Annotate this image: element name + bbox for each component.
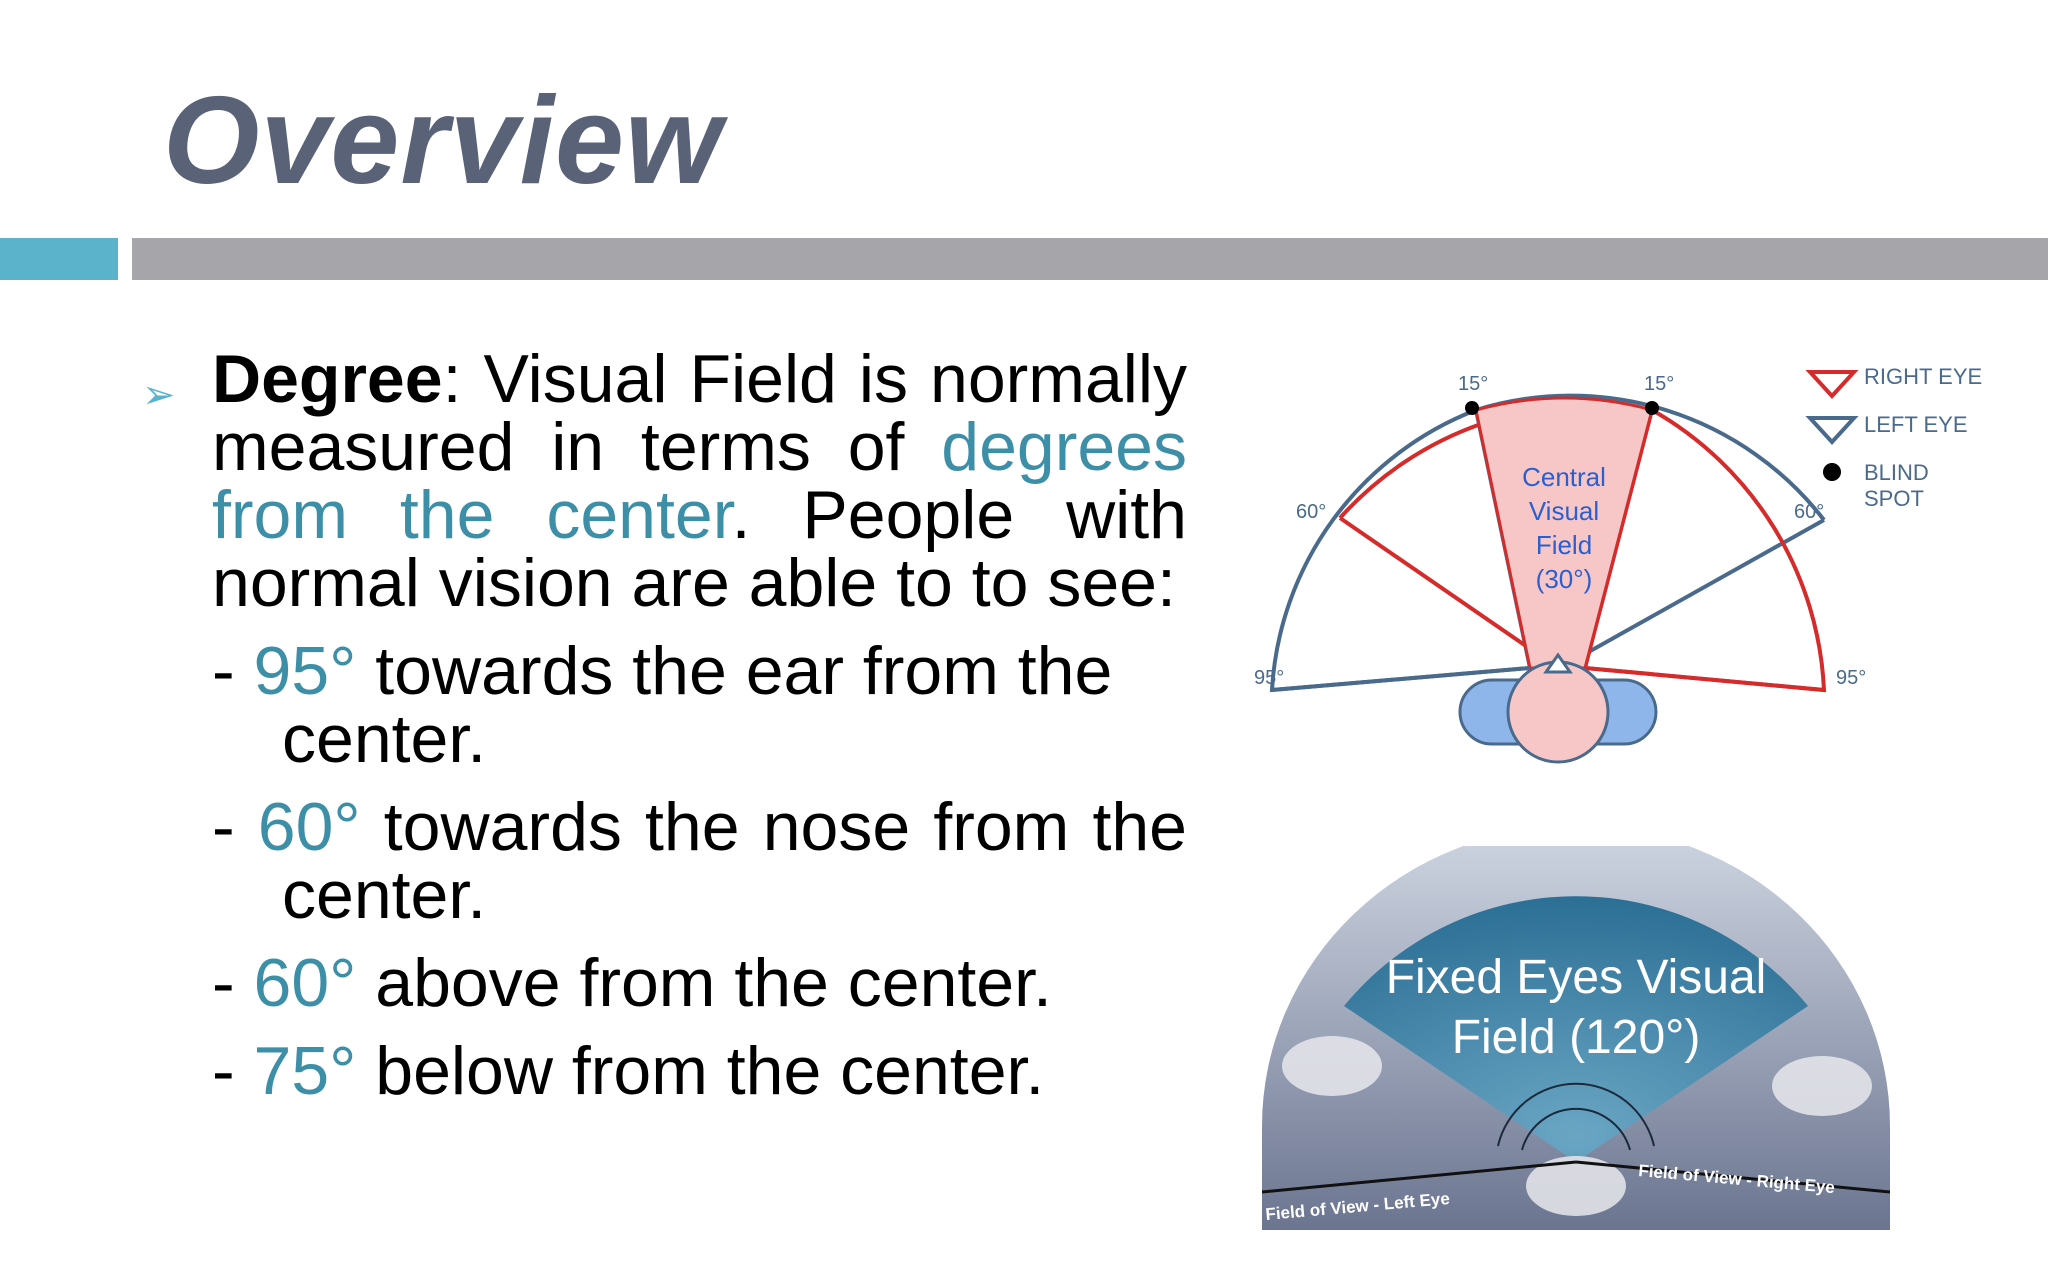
label-95-right: 95° (1836, 667, 1866, 689)
item-dash: - (212, 1033, 254, 1109)
legend-blind-spot-1: BLIND (1864, 460, 1929, 485)
right-eye-nasal-line (1338, 516, 1560, 670)
right-95-line (1584, 666, 1825, 692)
main-content: Degree: Visual Field is normally measure… (212, 345, 1187, 1105)
legend-left-eye: LEFT EYE (1864, 412, 1968, 437)
title-accent-bar (0, 238, 118, 280)
label-60-left: 60° (1296, 501, 1326, 523)
blind-spot-legend-icon (1823, 463, 1841, 481)
central-label-4: (30°) (1536, 564, 1593, 594)
item-dash: - (212, 633, 254, 709)
label-15-left: 15° (1458, 373, 1488, 395)
item-text: below from the center. (356, 1033, 1045, 1109)
left-eye-legend-icon (1805, 416, 1859, 445)
title-divider-bar (132, 238, 2048, 280)
page-title: Overview (163, 72, 723, 210)
item-dash: - (212, 789, 258, 865)
intro-text-1: Visual Field is normally measured in ter… (212, 341, 1187, 485)
legend-blind-spot-2: SPOT (1864, 486, 1924, 511)
item-value: 75° (253, 1033, 357, 1109)
photo-label-line2: Field (120°) (1451, 1011, 1701, 1064)
list-item: - 60° towards the nose from the center. (212, 793, 1187, 929)
label-95-left: 95° (1254, 667, 1284, 689)
item-text: above from the center. (356, 945, 1052, 1021)
blind-spot-left (1465, 401, 1479, 415)
right-eye-field (1582, 406, 1827, 693)
central-label-2: Visual (1529, 496, 1599, 526)
label-15-right: 15° (1644, 373, 1674, 395)
item-value: 95° (253, 633, 357, 709)
central-label-3: Field (1536, 530, 1592, 560)
list-item: - 60° above from the center. (212, 949, 1187, 1017)
bullet-arrow-icon: ➢ (142, 373, 176, 417)
term-colon: : (442, 341, 462, 417)
photo-label-line1: Fixed Eyes Visual (1385, 951, 1767, 1004)
right-eye-legend-icon (1805, 370, 1859, 399)
item-text: towards the ear from the center. (282, 633, 1113, 777)
nose-icon (1543, 652, 1573, 674)
central-label-1: Central (1522, 462, 1606, 492)
left-95-line (1271, 666, 1531, 692)
left-eye-nasal-line (1559, 518, 1825, 670)
item-dash: - (212, 945, 254, 1021)
intro-highlight: degrees from the center (212, 409, 1187, 553)
visual-field-diagram: 15° 15° 60° 60° 95° 95° Central Visual F… (1254, 364, 1982, 764)
fixed-eyes-visual-field-picture: Field of View - Left Eye Field of View -… (1262, 846, 1890, 1230)
head (1506, 660, 1610, 764)
item-text: towards the nose from the center. (282, 789, 1187, 933)
item-value: 60° (257, 789, 361, 865)
list-item: - 95° towards the ear from the center. (212, 637, 1187, 773)
central-visual-field (1474, 396, 1654, 670)
blind-spot-right (1645, 401, 1659, 415)
intro-paragraph: Degree: Visual Field is normally measure… (212, 345, 1187, 617)
legend-right-eye: RIGHT EYE (1864, 364, 1982, 389)
term-degree: Degree (212, 341, 443, 417)
intro-text-2: . People with normal vision are able to … (212, 477, 1187, 621)
left-eye-field (1269, 407, 1533, 693)
label-60-right: 60° (1794, 501, 1824, 523)
list-item: - 75° below from the center. (212, 1037, 1187, 1105)
item-value: 60° (253, 945, 357, 1021)
